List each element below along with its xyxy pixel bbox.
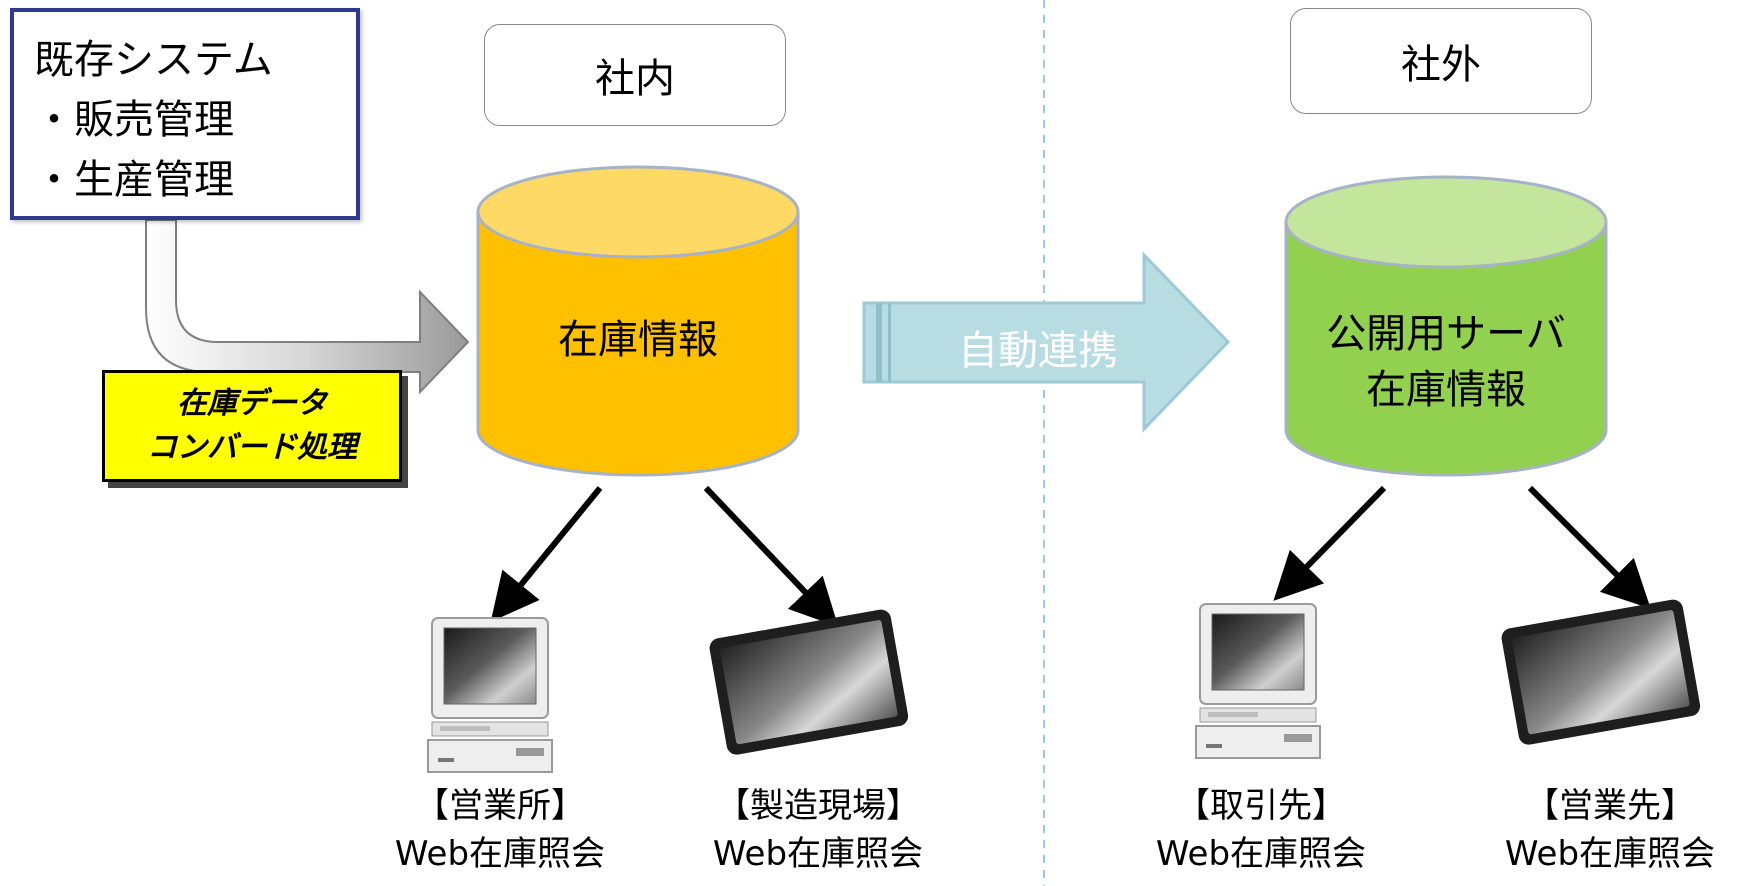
- tablet-icon: [1501, 599, 1701, 745]
- arrow-to-sales-office: [490, 486, 603, 622]
- device-caption-text: Web在庫照会: [394, 834, 606, 874]
- device-caption-client: 【取引先】 Web在庫照会: [1136, 782, 1386, 878]
- arrow-to-sales-visit: [1527, 485, 1651, 609]
- existing-system-item-production: ・生産管理: [34, 157, 234, 203]
- device-arrows: [490, 485, 1651, 628]
- existing-system-box: 既存システム ・販売管理 ・生産管理: [10, 8, 360, 220]
- conversion-line2: コンバード処理: [147, 430, 357, 465]
- device-caption-factory: 【製造現場】 Web在庫照会: [688, 782, 948, 878]
- device-place: 【営業所】: [415, 786, 585, 826]
- import-arrow: [145, 219, 470, 395]
- external-db-cylinder: [1284, 175, 1608, 477]
- device-caption-text: Web在庫照会: [1504, 834, 1716, 874]
- external-zone-tag-text: 社外: [1401, 42, 1481, 88]
- device-caption-sales-office: 【営業所】 Web在庫照会: [380, 782, 620, 878]
- desktop-pc-icon: [427, 617, 553, 773]
- sync-arrow: [862, 251, 1231, 433]
- external-zone-tag: 社外: [1290, 8, 1592, 114]
- internal-zone-tag: 社内: [484, 24, 786, 126]
- conversion-note: 在庫データ コンバード処理: [102, 370, 402, 482]
- device-caption-text: Web在庫照会: [712, 834, 924, 874]
- sync-arrow-label: 自動連携: [958, 328, 1118, 374]
- existing-system-item-sales: ・販売管理: [34, 97, 234, 143]
- device-caption-sales-visit: 【営業先】 Web在庫照会: [1480, 782, 1740, 878]
- conversion-line1: 在庫データ: [177, 386, 327, 421]
- internal-db-label: 在庫情報: [558, 317, 718, 363]
- device-place: 【取引先】: [1176, 786, 1346, 826]
- internal-db-cylinder: [476, 165, 800, 477]
- external-db-label-line1: 公開用サーバ: [1326, 311, 1566, 357]
- device-place: 【営業先】: [1525, 786, 1695, 826]
- internal-zone-tag-text: 社内: [595, 56, 675, 102]
- arrow-to-factory: [703, 485, 839, 628]
- existing-system-title: 既存システム: [34, 37, 273, 83]
- external-db-label-line2: 在庫情報: [1366, 367, 1526, 413]
- device-caption-text: Web在庫照会: [1155, 834, 1367, 874]
- tablet-icon: [709, 609, 909, 755]
- device-place: 【製造現場】: [716, 786, 920, 826]
- arrow-to-client: [1273, 485, 1387, 601]
- desktop-pc-icon: [1195, 603, 1321, 759]
